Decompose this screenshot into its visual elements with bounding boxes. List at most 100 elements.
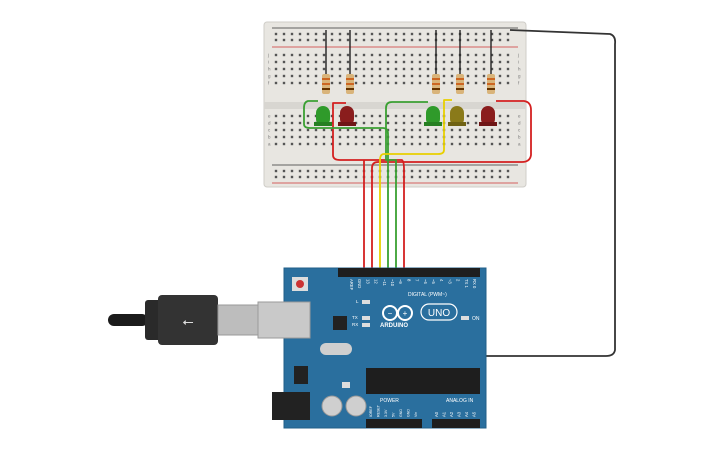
terminal-hole[interactable] (410, 128, 414, 132)
terminal-hole[interactable] (322, 135, 326, 139)
rail-hole[interactable] (450, 38, 454, 42)
terminal-hole[interactable] (330, 81, 334, 85)
terminal-hole[interactable] (498, 128, 502, 132)
terminal-hole[interactable] (338, 135, 342, 139)
rail-hole[interactable] (450, 175, 454, 179)
terminal-hole[interactable] (386, 67, 390, 71)
terminal-hole[interactable] (490, 135, 494, 139)
terminal-hole[interactable] (426, 53, 430, 57)
terminal-hole[interactable] (466, 128, 470, 132)
terminal-hole[interactable] (410, 67, 414, 71)
terminal-hole[interactable] (362, 121, 366, 125)
terminal-hole[interactable] (298, 142, 302, 146)
rail-hole[interactable] (282, 32, 286, 36)
terminal-hole[interactable] (362, 67, 366, 71)
terminal-hole[interactable] (410, 53, 414, 57)
terminal-hole[interactable] (394, 81, 398, 85)
terminal-hole[interactable] (482, 67, 486, 71)
terminal-hole[interactable] (322, 142, 326, 146)
rail-hole[interactable] (330, 169, 334, 173)
terminal-hole[interactable] (490, 128, 494, 132)
terminal-hole[interactable] (306, 60, 310, 64)
terminal-hole[interactable] (354, 128, 358, 132)
rail-hole[interactable] (474, 169, 478, 173)
terminal-hole[interactable] (386, 121, 390, 125)
terminal-hole[interactable] (426, 81, 430, 85)
rail-hole[interactable] (354, 38, 358, 42)
terminal-hole[interactable] (442, 67, 446, 71)
terminal-hole[interactable] (378, 142, 382, 146)
terminal-hole[interactable] (466, 135, 470, 139)
rail-hole[interactable] (354, 175, 358, 179)
rail-hole[interactable] (298, 169, 302, 173)
terminal-hole[interactable] (370, 142, 374, 146)
rail-hole[interactable] (378, 38, 382, 42)
terminal-hole[interactable] (346, 135, 350, 139)
rail-hole[interactable] (498, 32, 502, 36)
terminal-hole[interactable] (394, 142, 398, 146)
terminal-hole[interactable] (482, 74, 486, 78)
rail-hole[interactable] (354, 32, 358, 36)
terminal-hole[interactable] (378, 60, 382, 64)
terminal-hole[interactable] (482, 135, 486, 139)
terminal-hole[interactable] (418, 135, 422, 139)
terminal-hole[interactable] (418, 60, 422, 64)
terminal-hole[interactable] (498, 53, 502, 57)
terminal-hole[interactable] (418, 114, 422, 118)
rail-hole[interactable] (426, 32, 430, 36)
terminal-hole[interactable] (450, 67, 454, 71)
terminal-hole[interactable] (426, 74, 430, 78)
rail-hole[interactable] (410, 38, 414, 42)
terminal-hole[interactable] (434, 135, 438, 139)
terminal-hole[interactable] (466, 53, 470, 57)
rail-hole[interactable] (474, 38, 478, 42)
rail-hole[interactable] (362, 38, 366, 42)
rail-hole[interactable] (482, 169, 486, 173)
terminal-hole[interactable] (274, 114, 278, 118)
terminal-hole[interactable] (322, 60, 326, 64)
terminal-hole[interactable] (482, 53, 486, 57)
terminal-hole[interactable] (378, 67, 382, 71)
rail-hole[interactable] (450, 32, 454, 36)
rail-hole[interactable] (426, 175, 430, 179)
rail-hole[interactable] (314, 38, 318, 42)
rail-hole[interactable] (394, 32, 398, 36)
rail-hole[interactable] (410, 32, 414, 36)
rail-hole[interactable] (466, 169, 470, 173)
terminal-hole[interactable] (290, 60, 294, 64)
rail-hole[interactable] (274, 32, 278, 36)
rail-hole[interactable] (410, 175, 414, 179)
terminal-hole[interactable] (498, 81, 502, 85)
rail-hole[interactable] (322, 32, 326, 36)
terminal-hole[interactable] (466, 74, 470, 78)
rail-hole[interactable] (506, 169, 510, 173)
terminal-hole[interactable] (354, 67, 358, 71)
terminal-hole[interactable] (274, 128, 278, 132)
terminal-hole[interactable] (402, 60, 406, 64)
terminal-hole[interactable] (434, 128, 438, 132)
rail-hole[interactable] (490, 32, 494, 36)
terminal-hole[interactable] (330, 74, 334, 78)
rail-hole[interactable] (434, 169, 438, 173)
terminal-hole[interactable] (338, 81, 342, 85)
rail-hole[interactable] (418, 175, 422, 179)
terminal-hole[interactable] (506, 60, 510, 64)
terminal-hole[interactable] (282, 121, 286, 125)
terminal-hole[interactable] (450, 142, 454, 146)
terminal-hole[interactable] (474, 81, 478, 85)
rail-hole[interactable] (418, 169, 422, 173)
terminal-hole[interactable] (346, 53, 350, 57)
rail-hole[interactable] (338, 175, 342, 179)
terminal-hole[interactable] (330, 135, 334, 139)
terminal-hole[interactable] (370, 74, 374, 78)
terminal-hole[interactable] (402, 67, 406, 71)
terminal-hole[interactable] (330, 67, 334, 71)
terminal-hole[interactable] (418, 81, 422, 85)
rail-hole[interactable] (346, 169, 350, 173)
rail-hole[interactable] (498, 175, 502, 179)
terminal-hole[interactable] (282, 53, 286, 57)
terminal-hole[interactable] (306, 135, 310, 139)
terminal-hole[interactable] (402, 128, 406, 132)
terminal-hole[interactable] (314, 142, 318, 146)
rail-hole[interactable] (274, 38, 278, 42)
